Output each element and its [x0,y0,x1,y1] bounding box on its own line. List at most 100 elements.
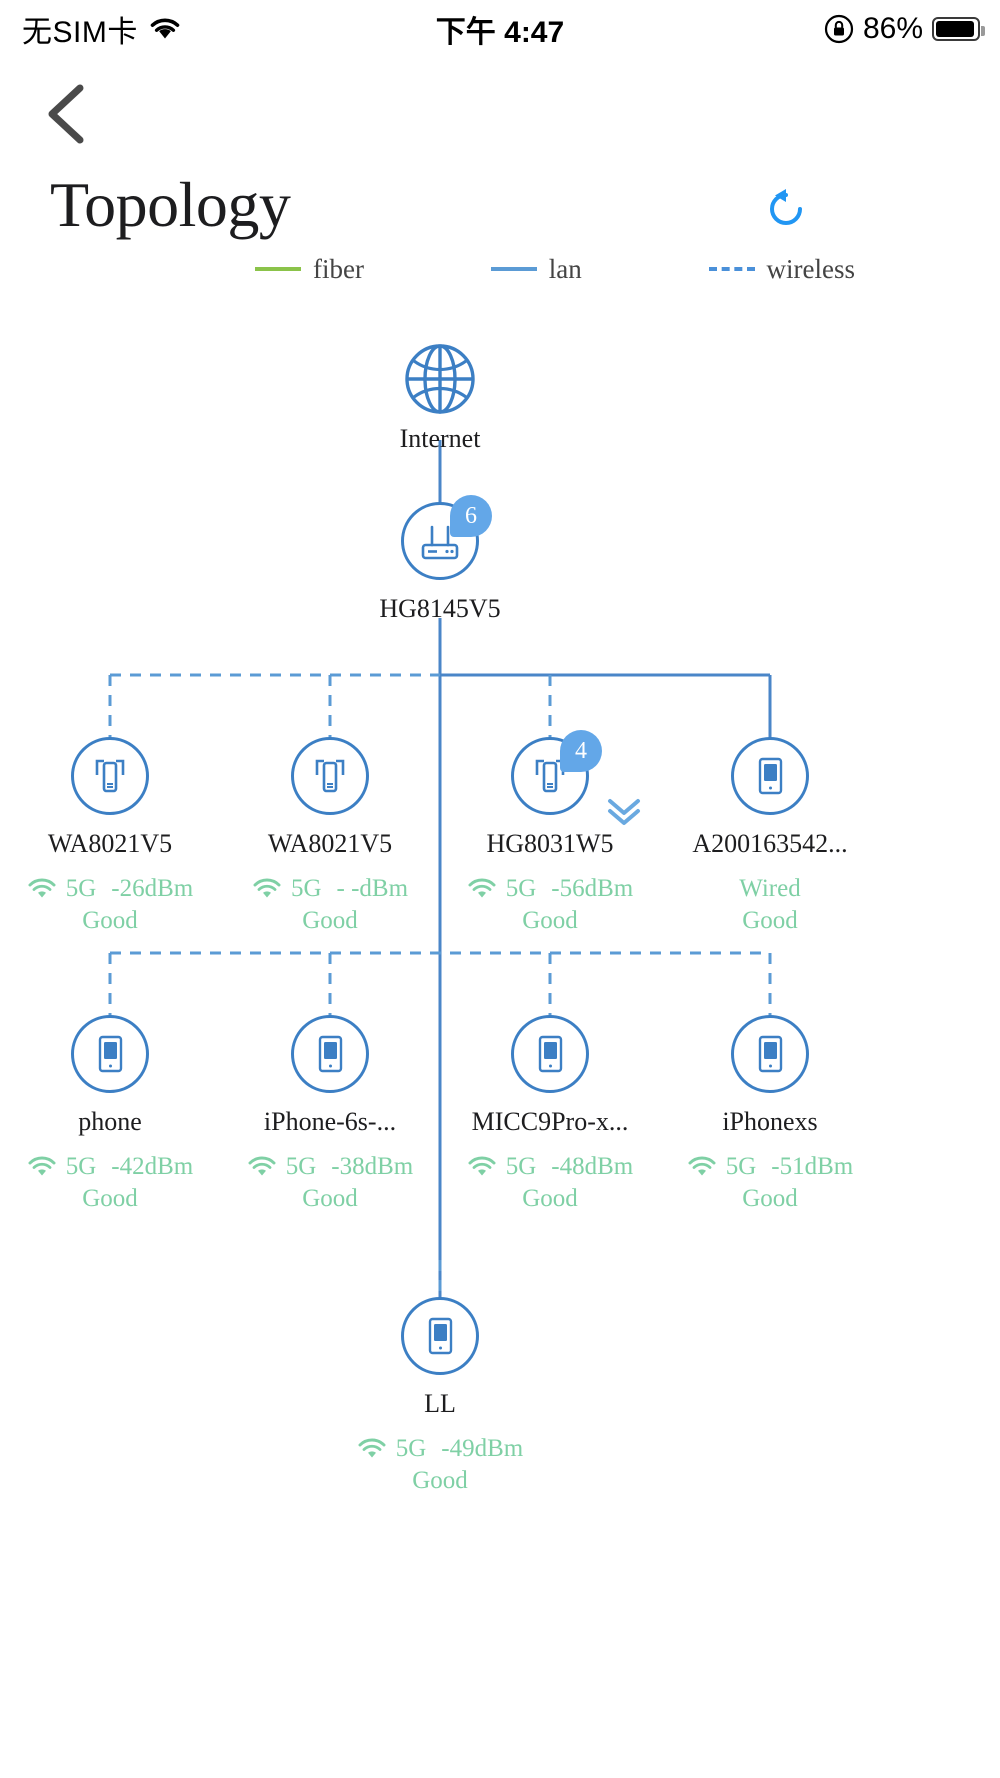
internet-circle [401,340,479,418]
node-circle [291,737,369,815]
node-rssi: -51dBm [771,1153,854,1180]
legend: fiber lan wireless [255,250,855,288]
node-status: 5G -49dBm Good [340,1433,540,1497]
phone-icon [428,1317,453,1355]
router-icon [421,525,459,560]
node-row3-0[interactable]: LL 5G -49dBm Good [340,1297,540,1497]
node-label: WA8021V5 [267,829,393,858]
node-row1-2[interactable]: 4 HG8031W5 5G -56dBm Good [450,730,650,937]
node-row1-1[interactable]: WA8021V5 5G - -dBm Good [230,737,430,937]
node-label: HG8031W5 [486,829,614,858]
repeater-icon [315,759,345,793]
node-band: 5G [725,1153,757,1180]
chevron-double-down-icon [608,799,640,825]
node-row2-1[interactable]: iPhone-6s-... 5G -38dBm Good [230,1015,430,1215]
node-badge: 4 [560,730,602,772]
legend-label-lan: lan [548,253,582,284]
node-band: 5G [65,1153,97,1180]
node-rssi: -26dBm [111,875,194,902]
node-row1-3[interactable]: A200163542... Wired Good [670,737,870,937]
legend-item-wireless: wireless [708,253,855,285]
rotation-lock-icon [824,14,854,44]
status-bar-right: 86% [824,12,985,46]
node-status: 5G -42dBm Good [10,1151,210,1215]
node-rssi: -38dBm [331,1153,414,1180]
wifi-signal-icon [28,878,56,898]
node-rssi: - -dBm [336,875,409,902]
node-rssi: -56dBm [551,875,634,902]
wifi-signal-icon [468,1156,496,1176]
node-band: 5G [285,1153,317,1180]
node-label: Internet [399,424,481,453]
battery-icon [932,17,985,41]
phone-icon [538,1035,563,1073]
node-band: 5G [65,875,97,902]
gateway-circle: 6 [401,495,492,580]
node-band: 5G [505,1153,537,1180]
phone-icon [318,1035,343,1073]
node-quality: Good [522,907,578,934]
node-label: iPhonexs [722,1107,818,1136]
node-quality: Good [302,907,358,934]
globe-icon [405,344,475,414]
phone-icon [758,757,783,795]
node-circle [291,1015,369,1093]
status-bar: 无SIM卡 下午 4:47 86% [0,0,1000,58]
node-status: 5G -26dBm Good [10,873,210,937]
node-row1-0[interactable]: WA8021V5 5G -26dBm Good [10,737,210,937]
node-label: HG8145V5 [379,594,501,623]
page-title: Topology [50,169,291,240]
expand-more-button[interactable] [600,795,648,827]
node-row2-0[interactable]: phone 5G -42dBm Good [10,1015,210,1215]
phone-icon [98,1035,123,1073]
status-bar-time: 下午 4:47 [435,16,565,49]
node-label: phone [78,1107,142,1136]
topology-canvas: Internet 6 HG8145V5 [0,300,1000,1778]
node-circle [71,1015,149,1093]
wifi-signal-icon [253,878,281,898]
node-row2-2[interactable]: MICC9Pro-x... 5G -48dBm Good [450,1015,650,1215]
node-label: A200163542... [692,829,848,858]
node-circle [731,737,809,815]
node-status: 5G -56dBm Good [450,873,650,937]
node-band: 5G [290,875,322,902]
refresh-button[interactable] [762,185,810,233]
wifi-signal-icon [468,878,496,898]
node-circle [511,1015,589,1093]
legend-line-lan [490,267,537,271]
wifi-signal-icon [248,1156,276,1176]
node-circle [401,1297,479,1375]
node-row2-3[interactable]: iPhonexs 5G -51dBm Good [670,1015,870,1215]
status-bar-left: 无SIM卡 [22,7,182,51]
node-status: Wired Good [670,873,870,937]
legend-label-wireless: wireless [766,253,855,284]
node-quality: Good [82,907,138,934]
node-rssi: -49dBm [441,1435,524,1462]
node-label: iPhone-6s-... [263,1107,397,1136]
node-label: WA8021V5 [47,829,173,858]
node-circle: 4 [511,730,602,815]
legend-item-fiber: fiber [255,254,364,285]
node-band: 5G [505,875,537,902]
node-circle [731,1015,809,1093]
node-wired-label: Wired [739,875,801,902]
node-quality: Good [82,1185,138,1212]
node-rssi: -42dBm [111,1153,194,1180]
node-label: MICC9Pro-x... [471,1107,629,1136]
topology-edges [108,440,772,1310]
carrier-label: 无SIM卡 [22,16,138,49]
back-button[interactable] [36,78,100,150]
legend-label-fiber: fiber [313,253,364,284]
node-label: LL [424,1389,456,1418]
node-quality: Good [302,1185,358,1212]
node-internet[interactable]: Internet [340,340,540,454]
node-gateway[interactable]: 6 HG8145V5 [340,495,540,624]
refresh-icon [770,189,802,225]
repeater-icon [95,759,125,793]
node-quality: Good [742,907,798,934]
legend-item-lan: lan [490,253,582,285]
wifi-icon [150,18,180,39]
wifi-signal-icon [358,1438,386,1458]
wifi-signal-icon [28,1156,56,1176]
